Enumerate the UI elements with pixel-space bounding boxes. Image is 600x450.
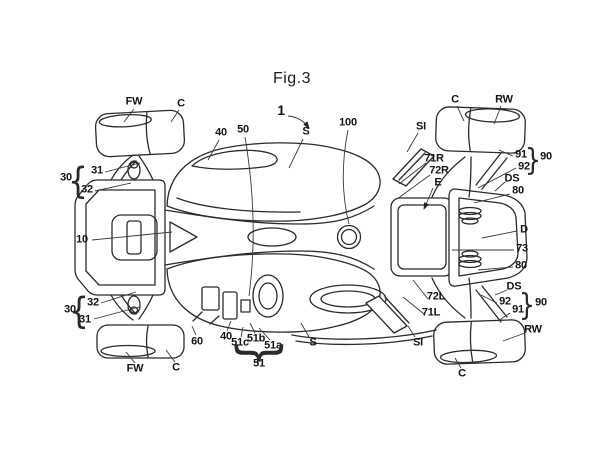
ref-label-C: C (172, 361, 180, 374)
brace: { (226, 338, 288, 368)
ref-label-91: 91 (512, 303, 524, 316)
ref-label-40: 40 (220, 330, 232, 343)
engine-unit (390, 197, 454, 277)
ref-label-40: 40 (215, 126, 227, 139)
ref-label-92: 92 (518, 160, 530, 173)
ref-label-S: S (302, 125, 310, 138)
ref-label-1: 1 (277, 102, 285, 118)
ref-label-E: E (434, 176, 442, 189)
ref-label-72R: 72R (429, 164, 449, 177)
ref-label-60: 60 (191, 335, 203, 348)
ref-label-80: 80 (515, 259, 527, 272)
ref-label-51a: 51a (264, 339, 282, 352)
ref-label-C: C (458, 367, 466, 380)
ref-label-S: S (309, 336, 317, 349)
ref-label-FW: FW (126, 362, 144, 375)
ref-label-71L: 71L (421, 306, 441, 319)
rear-wheel-bottom (433, 319, 526, 365)
rear-frame (448, 188, 528, 287)
ref-label-RW: RW (495, 93, 513, 106)
brace: { (69, 289, 89, 333)
ref-label-DS: DS (506, 280, 522, 293)
brace: } (524, 143, 542, 179)
ref-label-FW: FW (125, 95, 143, 108)
ref-label-32: 32 (81, 183, 93, 196)
ref-label-RW: RW (524, 323, 542, 336)
front-wheel-top (94, 109, 186, 158)
rear-wheel-top (435, 106, 526, 154)
ref-label-100: 100 (339, 116, 357, 129)
ref-label-31: 31 (91, 164, 103, 177)
ref-label-51: 51 (253, 357, 265, 370)
body-bottom-pod (166, 253, 387, 333)
ref-label-80: 80 (512, 184, 524, 197)
ref-label-51c: 51c (231, 336, 249, 349)
ref-label-92: 92 (499, 295, 511, 308)
ref-label-73: 73 (516, 242, 528, 255)
ref-label-90: 90 (535, 296, 547, 309)
ref-label-72L: 72L (426, 290, 446, 303)
ref-label-30: 30 (64, 303, 76, 316)
ref-label-32: 32 (87, 296, 99, 309)
ref-label-SI: SI (416, 120, 426, 133)
ref-label-91: 91 (515, 148, 527, 161)
ref-label-C: C (451, 93, 459, 106)
ref-label-51b: 51b (246, 332, 266, 345)
ref-label-30: 30 (60, 171, 72, 184)
body-top-pod (166, 142, 381, 222)
figure-caption: Fig.3 (272, 70, 312, 87)
ref-label-50: 50 (237, 123, 249, 136)
ref-label-10: 10 (76, 233, 88, 246)
front-wheel-bottom (96, 324, 185, 359)
ref-label-90: 90 (540, 150, 552, 163)
brace: } (518, 288, 536, 324)
ref-label-SI: SI (413, 336, 423, 349)
ref-label-C: C (177, 97, 185, 110)
ref-label-71R: 71R (424, 152, 444, 165)
brace: { (68, 159, 88, 203)
ref-label-DS: DS (504, 172, 520, 185)
ref-label-31: 31 (79, 313, 91, 326)
ref-label-D: D (520, 223, 528, 236)
